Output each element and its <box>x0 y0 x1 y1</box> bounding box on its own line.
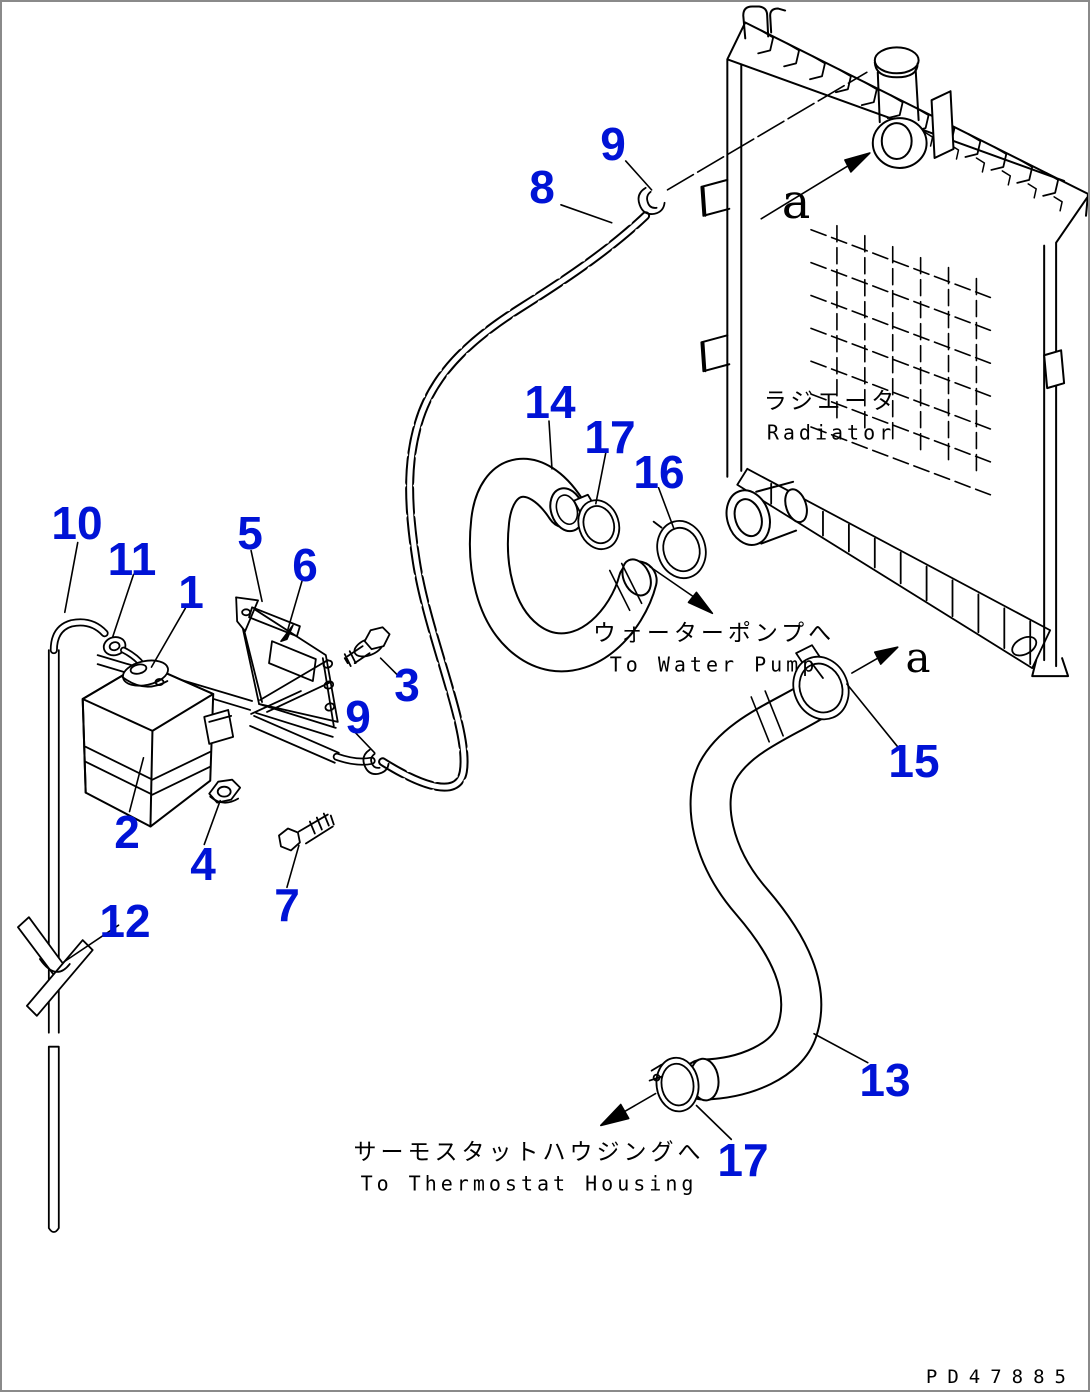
radiator-drawing <box>701 7 1088 677</box>
leader-lines <box>64 161 898 1139</box>
arrow-a-top <box>845 153 870 172</box>
annotation-2: サーモスタットハウジングへ To Thermostat Housing <box>354 1133 705 1196</box>
tank-clip <box>204 710 233 744</box>
annotation-en: Radiator <box>766 420 896 445</box>
bolt-3 <box>345 627 390 666</box>
callout-13[interactable]: 13 <box>859 1054 911 1106</box>
annotation-en: To Water Pump <box>609 652 819 677</box>
callout-8[interactable]: 8 <box>529 161 555 213</box>
clamp-16 <box>651 515 712 583</box>
hose-13 <box>650 645 858 1114</box>
radiator-left-tab-upper <box>701 180 729 216</box>
callout-1[interactable]: 1 <box>178 566 204 618</box>
callout-6[interactable]: 6 <box>292 539 318 591</box>
radiator-filler-neck <box>873 47 954 168</box>
callout-12[interactable]: 12 <box>99 895 151 947</box>
view-marker-a-0: a <box>781 174 811 230</box>
arrow-callout-6 <box>281 625 293 641</box>
clamp-17-upper <box>572 495 625 555</box>
reserve-tube-10 <box>18 622 143 1232</box>
radiator-bottom-slats <box>737 469 1050 668</box>
clamp-9-lower <box>363 750 388 774</box>
tie-band-12 <box>18 917 93 1016</box>
radiator-core-grid <box>811 226 990 495</box>
annotation-0: ラジエータ Radiator <box>764 382 899 445</box>
figure-code: PD47885 <box>925 1366 1076 1388</box>
callout-9[interactable]: 9 <box>345 691 371 743</box>
reservoir-tank-2 <box>83 657 233 827</box>
arrow-to-thermostat <box>601 1104 629 1125</box>
callout-17[interactable]: 17 <box>717 1134 769 1186</box>
annotation-jp: ウォーターポンプへ <box>592 620 836 647</box>
clamp-11 <box>102 635 128 658</box>
callout-15[interactable]: 15 <box>888 735 940 787</box>
radiator-left-tab-lower <box>701 335 729 371</box>
overflow-tube-8 <box>383 72 867 787</box>
view-arrows <box>281 153 898 1125</box>
hose-14 <box>489 478 712 653</box>
view-marker-a-1: a <box>905 633 931 682</box>
bracket-slot-upper <box>249 607 300 636</box>
clamp-17-lower <box>650 1055 702 1114</box>
callout-14[interactable]: 14 <box>524 376 576 428</box>
annotation-en: To Thermostat Housing <box>360 1171 698 1196</box>
tank-cap-1 <box>121 657 171 690</box>
callout-11[interactable]: 11 <box>107 533 157 585</box>
bracket-slot-6 <box>269 641 316 681</box>
nut-4 <box>209 780 240 803</box>
callout-10[interactable]: 10 <box>51 497 103 549</box>
callout-2[interactable]: 2 <box>114 806 140 858</box>
clamp-15 <box>784 645 858 727</box>
callout-9[interactable]: 9 <box>600 118 626 170</box>
bracket-5 <box>236 597 338 736</box>
callout-3[interactable]: 3 <box>394 659 420 711</box>
annotation-1: ウォーターポンプへ To Water Pump <box>593 614 835 677</box>
bolt-7 <box>279 814 334 851</box>
callout-16[interactable]: 16 <box>633 446 685 498</box>
callout-17[interactable]: 17 <box>584 411 636 463</box>
callout-7[interactable]: 7 <box>274 879 300 931</box>
radiator-right-tab <box>1044 350 1064 388</box>
radiator-lower-port <box>720 482 811 551</box>
tube-stub-and-clamp-9-lower <box>337 750 389 774</box>
radiator-top-tab <box>743 7 785 39</box>
callout-4[interactable]: 4 <box>190 838 216 890</box>
arrow-a-mid <box>875 647 898 664</box>
clamp-9-upper <box>639 188 665 214</box>
arrow-to-water-pump <box>688 592 712 613</box>
annotation-jp: サーモスタットハウジングへ <box>353 1139 705 1166</box>
annotation-jp: ラジエータ <box>763 388 899 415</box>
callout-5[interactable]: 5 <box>237 507 263 559</box>
